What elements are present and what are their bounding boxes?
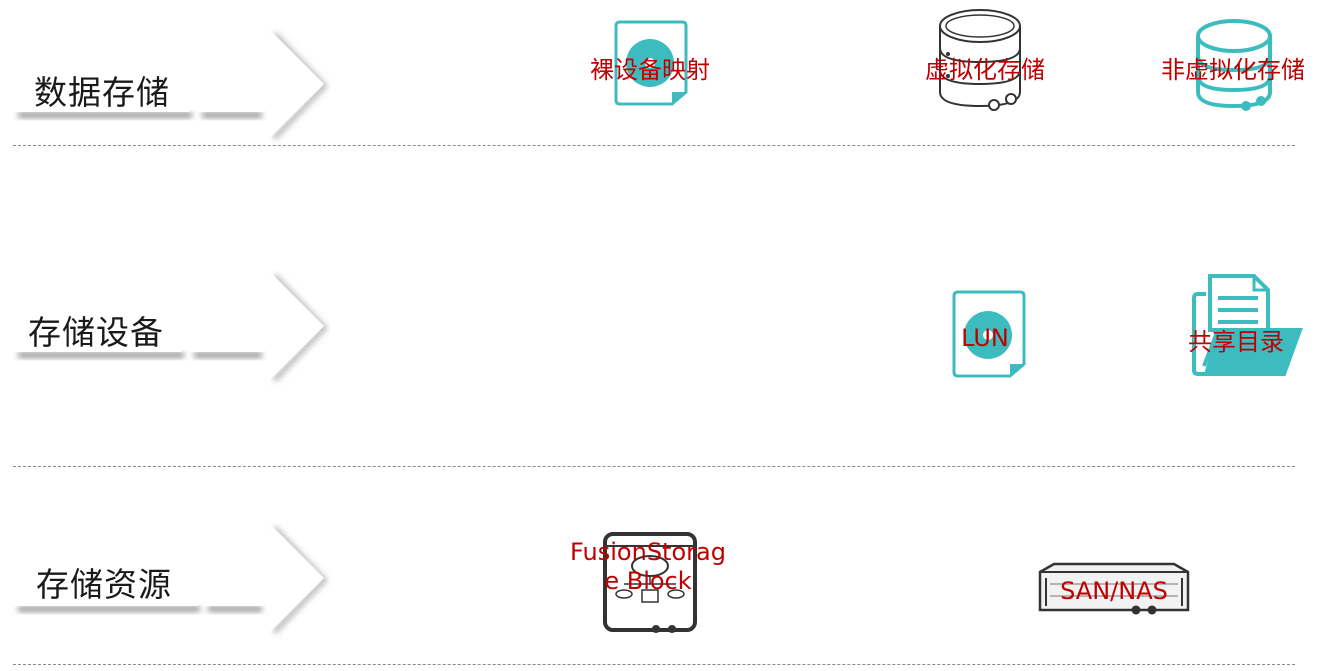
row-tag-arrow-graphic	[14, 28, 329, 141]
row-tag-arrow-graphic	[14, 522, 329, 635]
fusionstorage-server-icon	[603, 532, 697, 633]
row-tag-arrow-graphic	[14, 270, 329, 383]
row-divider	[13, 466, 1295, 467]
item-label: 裸设备映射	[590, 56, 710, 84]
row-tag-storage-device: 存储设备	[12, 270, 330, 390]
row-label: 数据存储	[34, 73, 170, 112]
row-label: 存储资源	[36, 565, 172, 604]
database-teal-icon	[1196, 19, 1272, 111]
row-tag-data-storage: 数据存储	[12, 28, 330, 148]
row-divider	[13, 664, 1295, 665]
shared-folder-icon	[1192, 274, 1303, 376]
lun-file-icon	[952, 290, 1026, 378]
item-label: 非虚拟化存储	[1161, 56, 1305, 84]
item-label: 虚拟化存储	[925, 56, 1045, 84]
item-label: FusionStorage Block	[570, 538, 726, 595]
row-label: 存储设备	[28, 313, 164, 352]
row-divider	[13, 145, 1295, 146]
disk-file-icon	[614, 20, 688, 106]
item-label: 共享目录	[1188, 328, 1284, 356]
row-tag-storage-resource: 存储资源	[12, 522, 330, 642]
database-outline-icon	[939, 9, 1021, 111]
item-label: SAN/NAS	[1060, 577, 1168, 605]
item-label: LUN	[961, 324, 1009, 352]
rack-server-icon	[1038, 562, 1190, 615]
